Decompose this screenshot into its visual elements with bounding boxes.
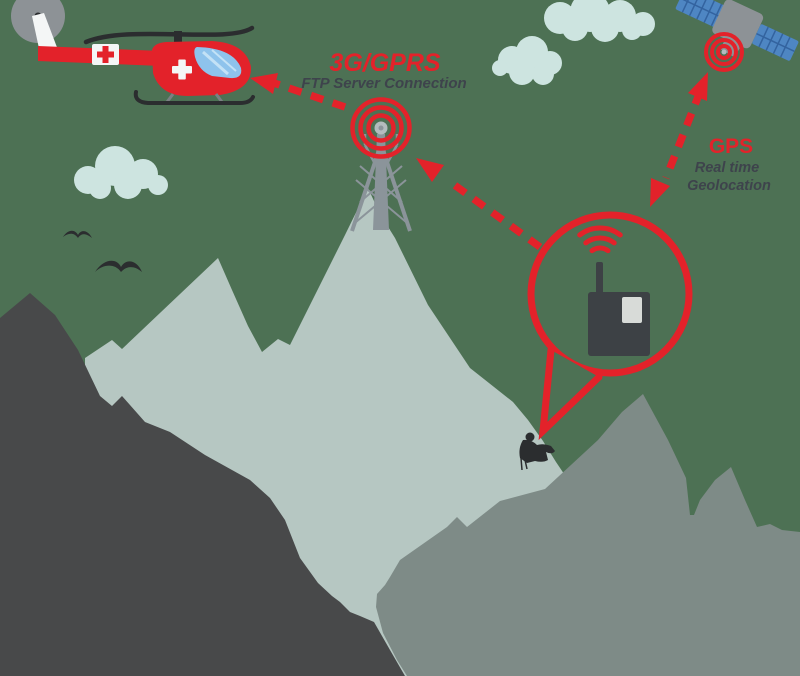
mountain-medium <box>376 394 800 676</box>
gps-label-line1: Real time <box>695 160 759 176</box>
rotor-mast <box>174 31 182 45</box>
cloud-icon <box>544 0 655 42</box>
signal-rings-icon <box>704 32 744 72</box>
tail-fin <box>32 13 58 53</box>
arrowhead <box>688 72 708 101</box>
dashed-arrow-beacon-to-tower <box>416 158 543 251</box>
satellite-body <box>712 0 764 49</box>
cellular-label-title: 3G/GPRS <box>329 49 440 77</box>
gps-satellite-icon <box>675 0 799 72</box>
arrowhead <box>650 178 670 207</box>
mountain-dark <box>0 293 405 676</box>
wifi-waves-icon <box>577 225 623 254</box>
gps-label-line2: Geolocation <box>687 178 771 194</box>
arrowhead <box>416 158 444 182</box>
medical-cross-icon <box>97 46 114 63</box>
dashed-arrow-tower-to-helicopter <box>250 73 347 111</box>
speech-bubble <box>527 211 693 441</box>
cloud-icon <box>74 146 168 199</box>
beacon-antenna <box>596 262 603 294</box>
dashed-arrow-satellite-beacon <box>650 72 708 207</box>
arrowhead <box>250 73 278 94</box>
signal-rings-icon <box>350 97 412 159</box>
gps-label-title: GPS <box>709 135 753 158</box>
bird-icon <box>95 260 142 272</box>
cloud-icon <box>492 36 562 85</box>
rescue-helicopter-icon <box>11 0 255 105</box>
bird-icon <box>63 230 92 238</box>
medical-cross-icon <box>172 59 192 80</box>
landing-skid <box>133 90 255 105</box>
gps-beacon-icon <box>577 225 650 356</box>
radio-tower-icon <box>350 97 412 232</box>
cellular-label-subtitle: FTP Server Connection <box>301 75 466 92</box>
climber-icon <box>519 432 555 471</box>
beacon-panel <box>622 297 642 323</box>
